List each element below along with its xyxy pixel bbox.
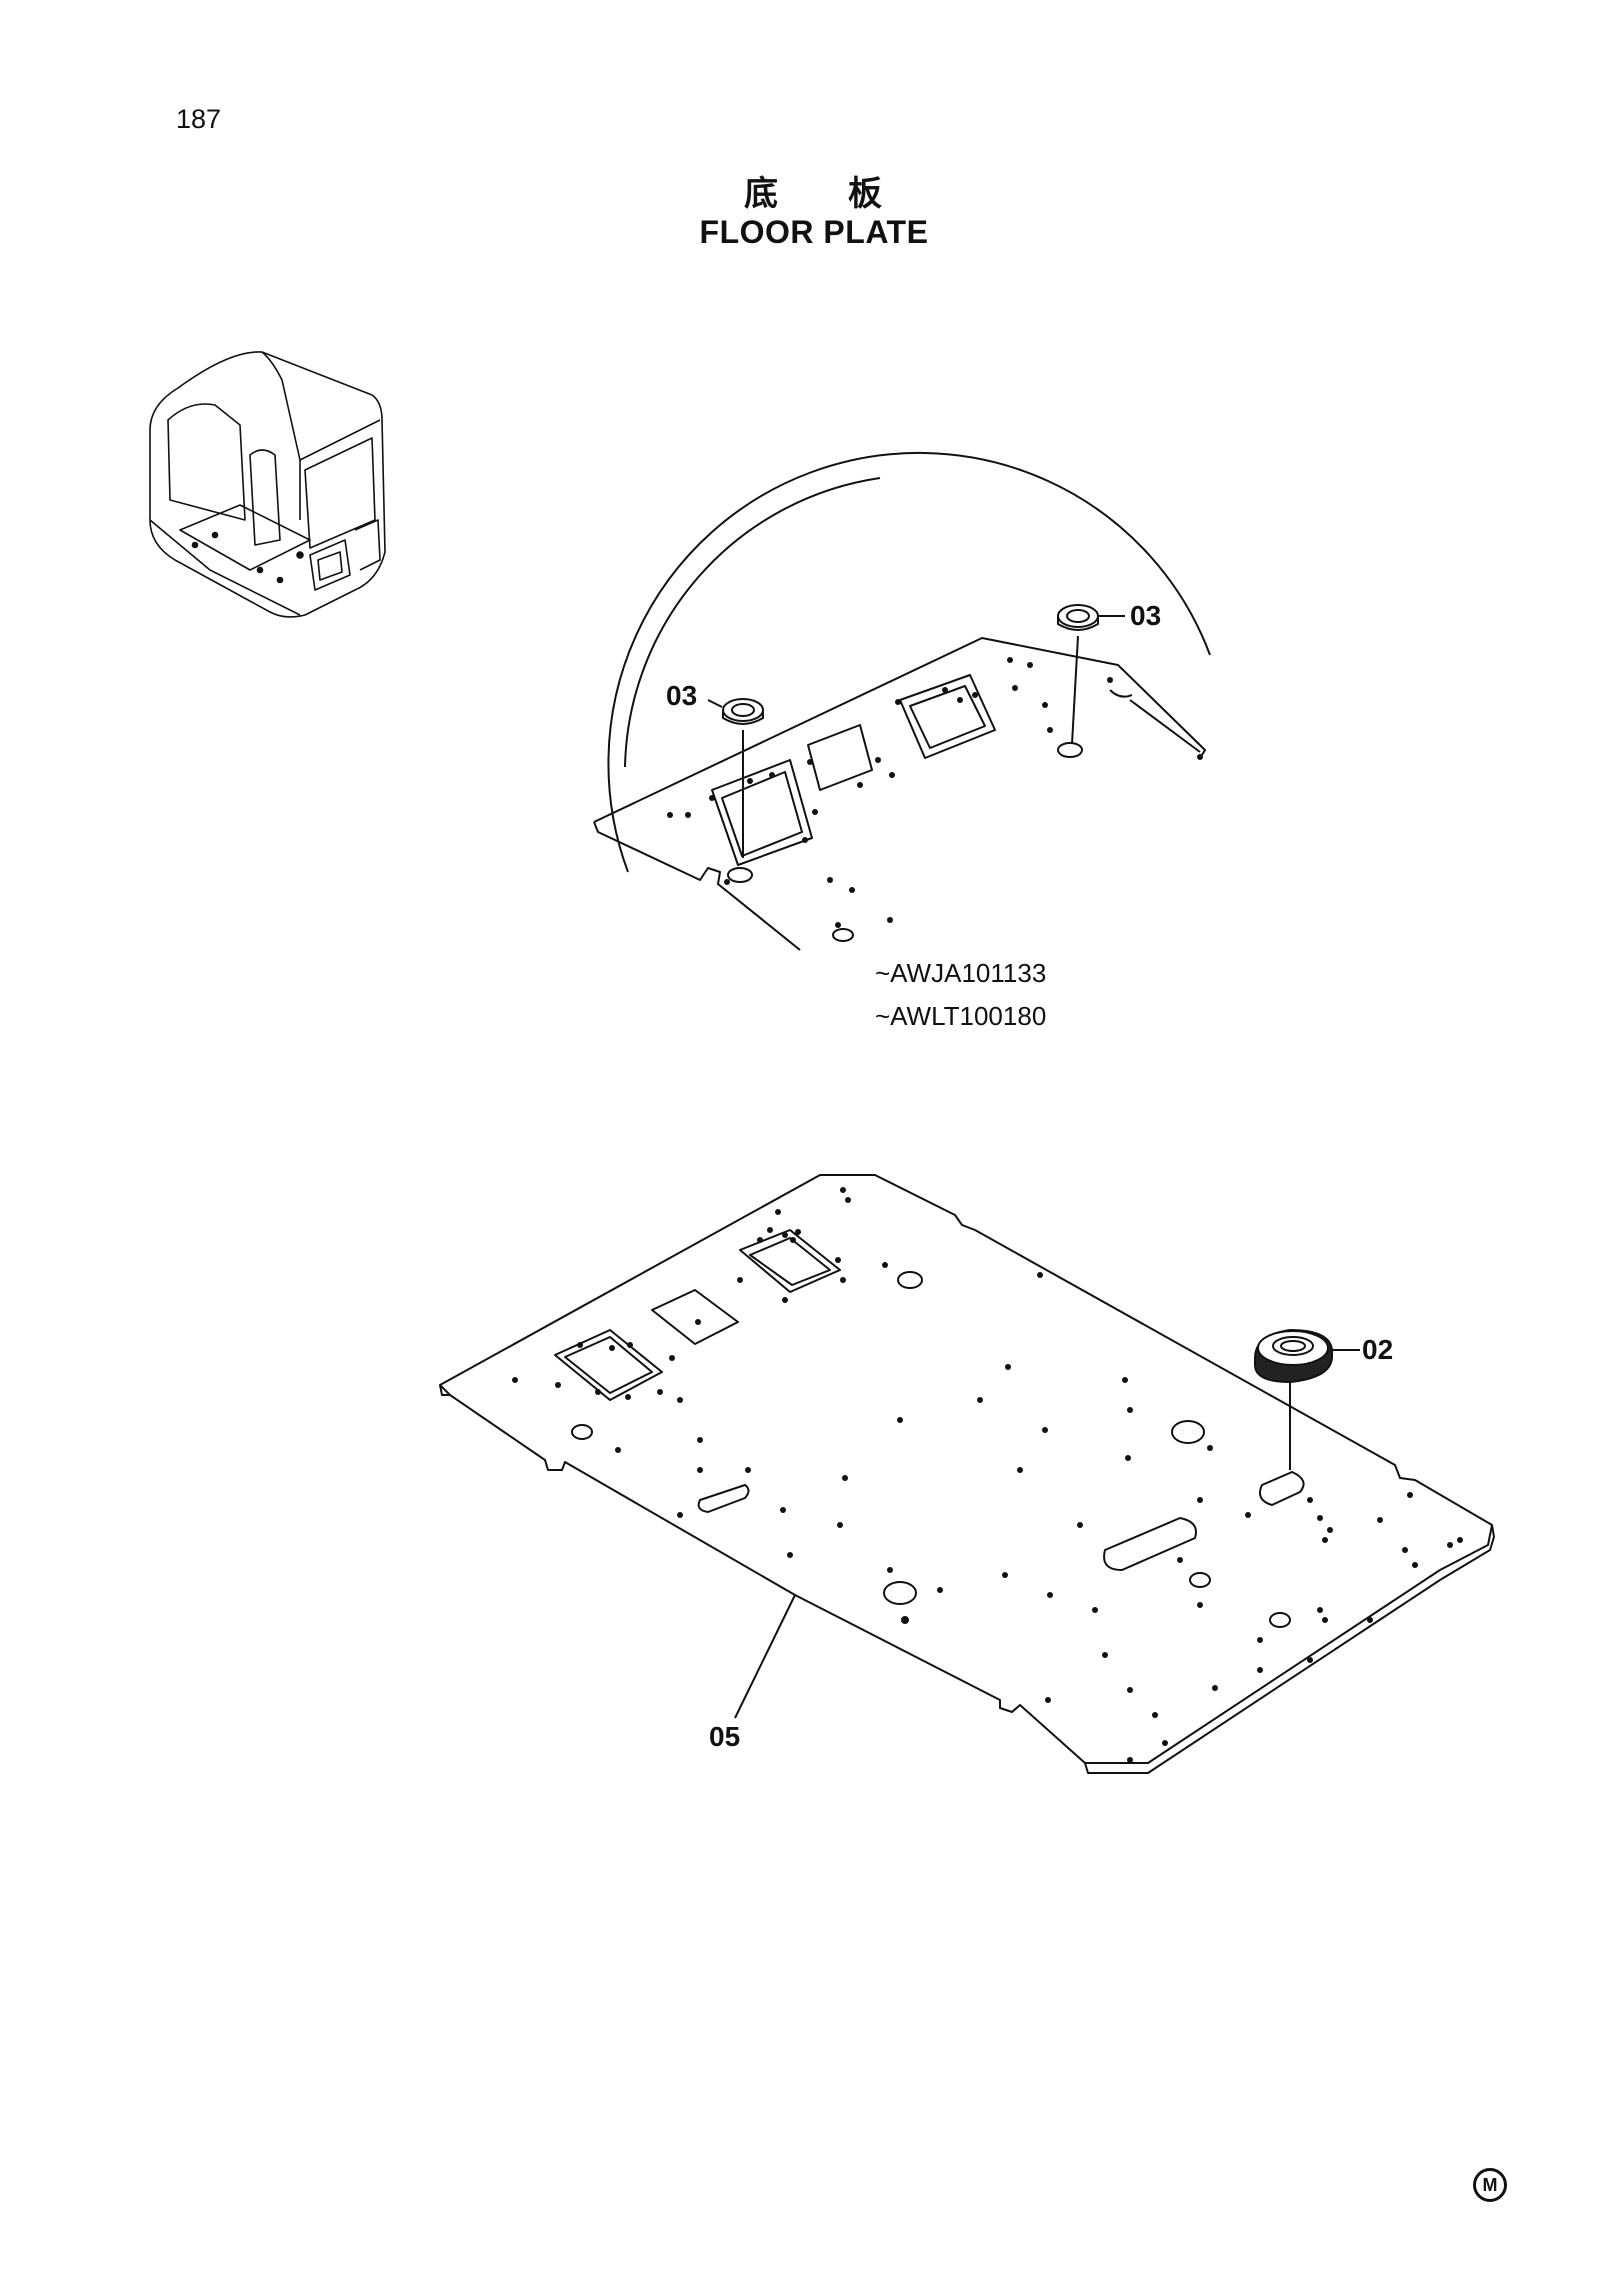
cab-outline-icon [149,351,386,618]
page-number: 187 [176,104,222,134]
callout-03-left: 03 [666,680,698,711]
callout-02: 02 [1362,1334,1394,1365]
callout-03-right: 03 [1130,600,1162,631]
callout-05: 05 [709,1721,741,1752]
title-char-2: 板 [848,174,884,214]
page-title-cjk: 底板 [0,166,1608,215]
oval-plug-icon [1254,1329,1333,1470]
floor-plate-detail-icon [593,451,1211,951]
grommet-icon [722,604,1099,858]
page-title: FLOOR PLATE [699,214,929,250]
floor-plate-icon [439,1174,1495,1774]
serial-range-2: ~AWLT100180 [875,1001,1047,1031]
title-char-1: 底 [744,174,780,214]
brand-mark: M [1473,2168,1507,2202]
serial-range-1: ~AWJA101133 [875,958,1047,988]
